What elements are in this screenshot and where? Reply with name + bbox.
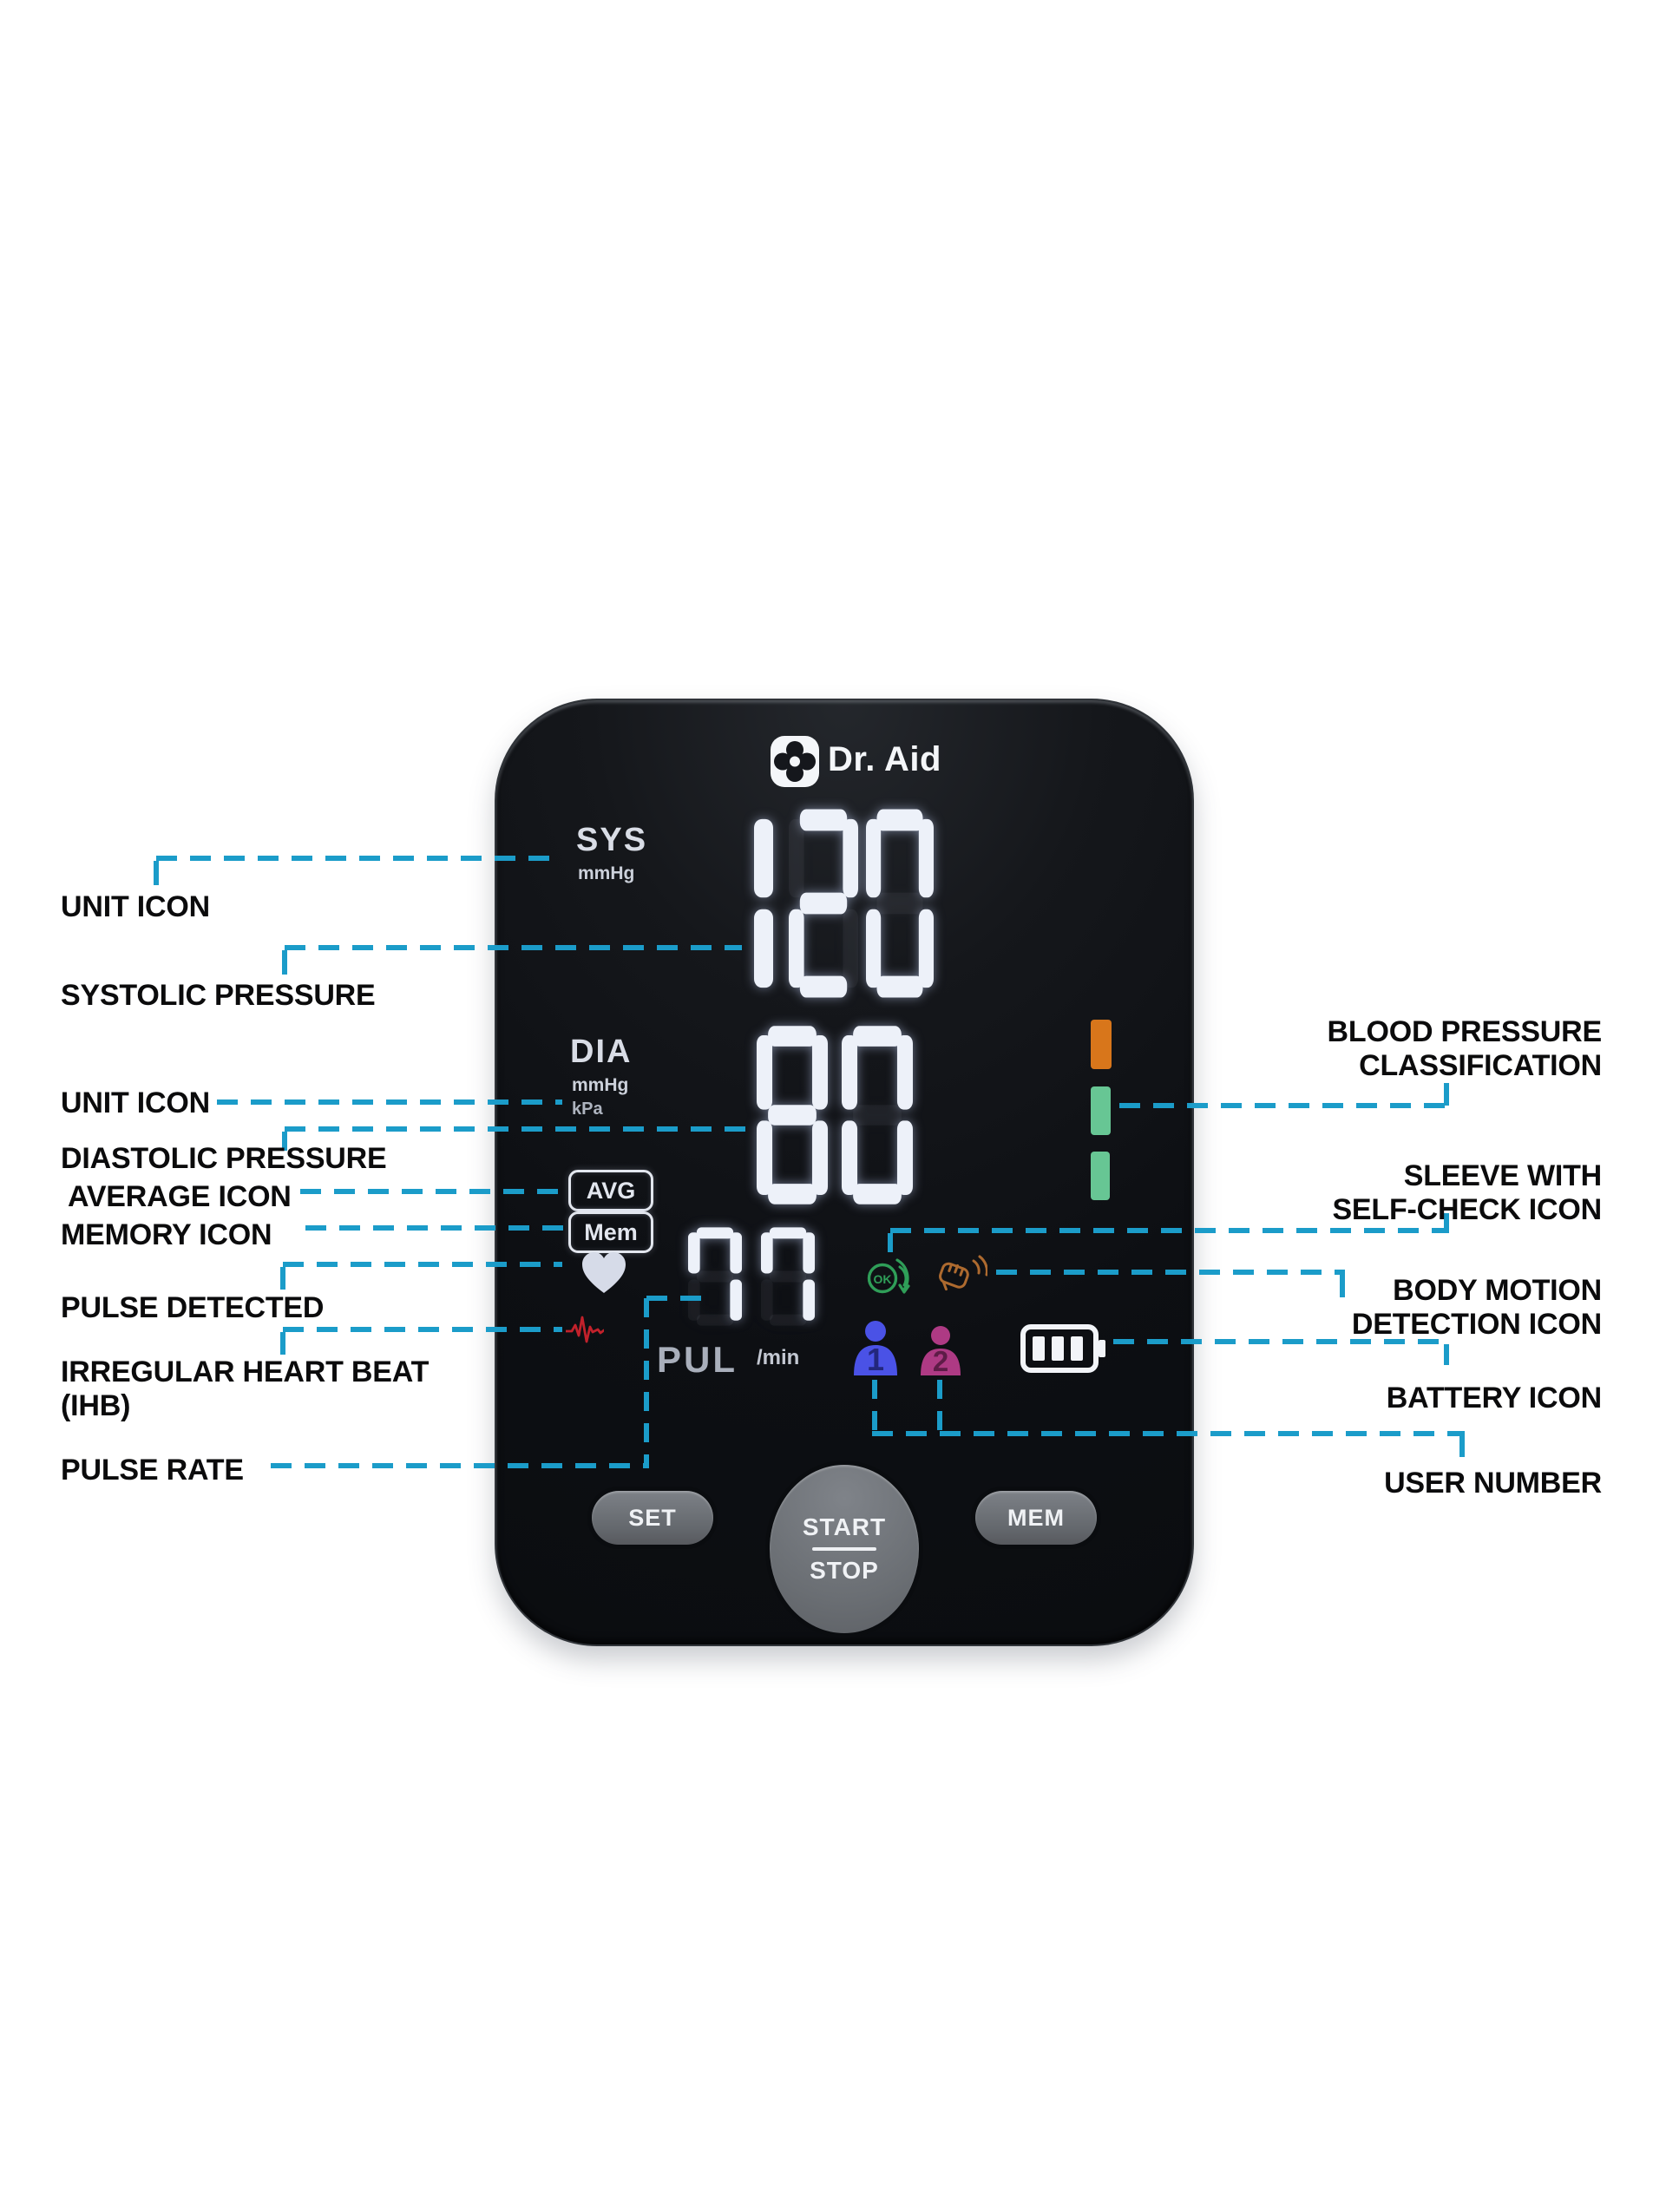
leader-systolic — [285, 945, 742, 950]
leader-battery-tick — [1444, 1344, 1449, 1365]
leader-pulse-detected-tick — [280, 1267, 285, 1290]
label-unit-icon-dia: UNIT ICON — [61, 1086, 210, 1119]
leader-ihb-tick — [280, 1332, 285, 1355]
start-stop-button[interactable]: START STOP — [770, 1465, 919, 1633]
label-diastolic-pressure: DIASTOLIC PRESSURE — [61, 1142, 387, 1175]
leader-sleeve-tick-right — [1444, 1213, 1449, 1231]
leader-pulse-rate-vertical — [644, 1298, 649, 1468]
irregular-heartbeat-icon — [564, 1312, 606, 1351]
label-bp-classification: BLOOD PRESSURE CLASSIFICATION — [1327, 1015, 1603, 1082]
user-2-number: 2 — [933, 1345, 948, 1377]
label-pulse-rate: PULSE RATE — [61, 1454, 244, 1487]
leader-bp-classification — [1119, 1103, 1449, 1108]
label-battery-icon: BATTERY ICON — [1386, 1382, 1602, 1414]
leader-systolic-tick — [282, 950, 287, 975]
pulse-value-display — [688, 1225, 815, 1328]
pul-label: PUL — [657, 1339, 738, 1380]
leader-user-number — [872, 1431, 1465, 1436]
leader-sleeve-self-check — [890, 1228, 1449, 1233]
dia-unit-mmhg: mmHg — [572, 1075, 629, 1095]
logo-cross-glyph — [774, 741, 816, 782]
start-label: START — [802, 1513, 887, 1540]
label-user-number: USER NUMBER — [1384, 1467, 1602, 1500]
mem-button-label: MEM — [1007, 1504, 1065, 1531]
label-pulse-detected: PULSE DETECTED — [61, 1291, 325, 1324]
sys-label: SYS — [576, 822, 648, 858]
label-systolic-pressure: SYSTOLIC PRESSURE — [61, 979, 376, 1012]
dia-label: DIA — [570, 1034, 633, 1070]
leader-bp-classification-tick — [1444, 1083, 1449, 1106]
leader-unit-icon-sys — [156, 856, 560, 861]
battery-icon — [1020, 1321, 1106, 1381]
dia-unit-kpa: kPa — [572, 1099, 603, 1119]
label-body-motion-detection: BODY MOTION DETECTION ICON — [1351, 1274, 1602, 1341]
classification-bar-orange — [1091, 1020, 1112, 1069]
classification-bar-green-2 — [1091, 1152, 1110, 1200]
avg-icon: AVG — [568, 1170, 653, 1211]
leader-pulse-detected — [283, 1262, 562, 1267]
leader-diastolic — [285, 1126, 746, 1132]
sys-unit-mmhg: mmHg — [578, 863, 635, 883]
systolic-value-display — [746, 805, 934, 1001]
body-motion-icon — [935, 1254, 988, 1300]
per-min-unit: /min — [757, 1346, 800, 1369]
leader-body-motion-tick — [1340, 1275, 1345, 1297]
leader-user2-vertical — [937, 1380, 942, 1435]
label-average-icon: AVERAGE ICON — [68, 1180, 292, 1213]
bp-monitor-device: Dr. Aid SYS mmHg DIA mmHg kPa AVG Mem — [495, 699, 1194, 1646]
ok-text: OK — [874, 1272, 892, 1286]
leader-ihb — [283, 1327, 562, 1332]
leader-unit-icon-sys-tick — [154, 861, 159, 885]
leader-memory-icon — [305, 1225, 566, 1231]
leader-average-icon — [300, 1189, 566, 1194]
label-sleeve-self-check: SLEEVE WITH SELF-CHECK ICON — [1332, 1159, 1602, 1226]
stop-label: STOP — [810, 1557, 879, 1584]
mem-button[interactable]: MEM — [975, 1491, 1097, 1545]
user-1-icon: 1 — [850, 1320, 901, 1382]
label-memory-icon: MEMORY ICON — [61, 1218, 272, 1251]
classification-bar-green-1 — [1091, 1086, 1111, 1135]
leader-sleeve-tick-left — [888, 1233, 893, 1252]
leader-pulse-rate-top — [646, 1296, 705, 1301]
label-unit-icon-sys: UNIT ICON — [61, 890, 210, 923]
mem-icon: Mem — [568, 1211, 653, 1253]
leader-battery — [1113, 1339, 1449, 1344]
set-button-label: SET — [628, 1504, 677, 1531]
leader-unit-icon-dia — [217, 1099, 562, 1105]
pulse-detected-heart-icon — [580, 1251, 628, 1301]
leader-user-number-tick — [1459, 1436, 1465, 1457]
dr-aid-logo-icon — [771, 736, 819, 787]
user-2-icon: 2 — [917, 1325, 964, 1382]
leader-diastolic-tick — [282, 1132, 287, 1151]
user-1-number: 1 — [867, 1342, 884, 1377]
label-irregular-heart-beat: IRREGULAR HEART BEAT (IHB) — [61, 1355, 430, 1422]
leader-body-motion — [996, 1270, 1345, 1275]
start-stop-divider — [812, 1547, 876, 1551]
brand-logo — [771, 736, 819, 791]
leader-pulse-rate-bottom — [271, 1463, 649, 1468]
set-button[interactable]: SET — [592, 1491, 713, 1545]
brand-name: Dr. Aid — [828, 740, 941, 778]
diastolic-value-display — [757, 1022, 913, 1208]
sleeve-self-check-ok-icon: OK — [863, 1252, 917, 1303]
leader-user1-vertical — [872, 1380, 877, 1435]
